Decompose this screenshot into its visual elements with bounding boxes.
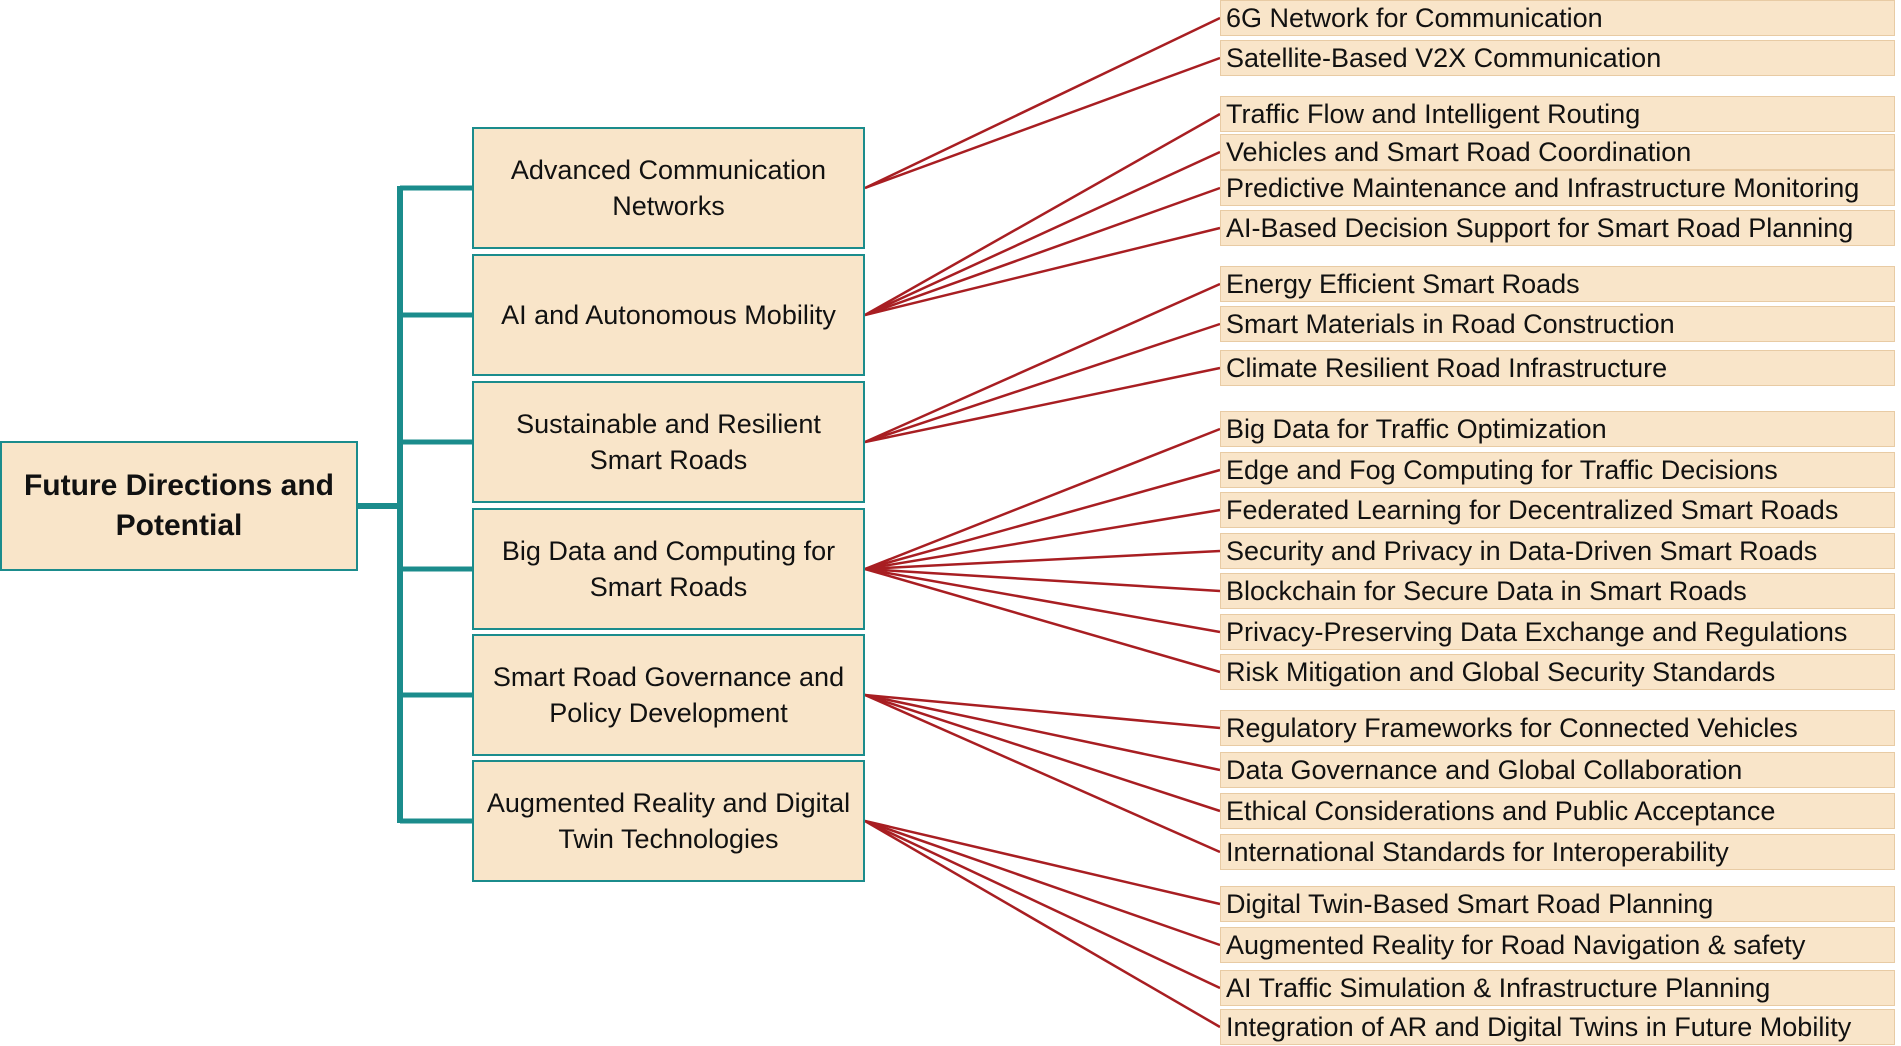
category-node: Advanced Communication Networks (472, 127, 865, 249)
item-label: Data Governance and Global Collaboration (1226, 754, 1743, 785)
item-label: AI-Based Decision Support for Smart Road… (1226, 212, 1854, 243)
item-node: Smart Materials in Road Construction (1220, 306, 1895, 342)
item-connector (864, 56, 1221, 190)
item-label: Traffic Flow and Intelligent Routing (1226, 98, 1641, 129)
item-connector (864, 819, 1221, 1029)
item-connector (864, 567, 1221, 634)
item-connector (864, 427, 1221, 571)
item-connector (864, 226, 1221, 317)
item-label: Energy Efficient Smart Roads (1226, 268, 1580, 299)
item-connector (864, 819, 1221, 990)
item-connector (864, 150, 1221, 317)
item-label: Blockchain for Secure Data in Smart Road… (1226, 575, 1747, 606)
item-connector (864, 693, 1221, 730)
category-label: Big Data and Computing for Smart Roads (501, 535, 836, 602)
item-label: Satellite-Based V2X Communication (1226, 42, 1662, 73)
item-connector (864, 322, 1221, 444)
item-node: 6G Network for Communication (1220, 0, 1895, 36)
category-node: AI and Autonomous Mobility (472, 254, 865, 376)
item-node: Integration of AR and Digital Twins in F… (1220, 1009, 1895, 1045)
item-node: AI-Based Decision Support for Smart Road… (1220, 210, 1895, 246)
category-label: Advanced Communication Networks (510, 154, 827, 221)
item-node: Risk Mitigation and Global Security Stan… (1220, 654, 1895, 690)
item-node: Blockchain for Secure Data in Smart Road… (1220, 573, 1895, 609)
item-label: AI Traffic Simulation & Infrastructure P… (1226, 972, 1771, 1003)
item-node: Traffic Flow and Intelligent Routing (1220, 96, 1895, 132)
category-node: Big Data and Computing for Smart Roads (472, 508, 865, 630)
item-label: Big Data for Traffic Optimization (1226, 413, 1607, 444)
item-connector (864, 508, 1221, 571)
item-label: Smart Materials in Road Construction (1226, 308, 1675, 339)
item-label: Regulatory Frameworks for Connected Vehi… (1226, 712, 1798, 743)
item-connector (864, 112, 1221, 317)
item-node: Federated Learning for Decentralized Sma… (1220, 492, 1895, 528)
item-label: Vehicles and Smart Road Coordination (1226, 136, 1692, 167)
item-label: Augmented Reality for Road Navigation & … (1226, 929, 1806, 960)
item-label: Edge and Fog Computing for Traffic Decis… (1226, 454, 1778, 485)
item-label: Integration of AR and Digital Twins in F… (1226, 1011, 1852, 1042)
category-label: Augmented Reality and Digital Twin Techn… (486, 787, 851, 854)
item-label: Risk Mitigation and Global Security Stan… (1226, 656, 1776, 687)
category-node: Sustainable and Resilient Smart Roads (472, 381, 865, 503)
item-node: Privacy-Preserving Data Exchange and Reg… (1220, 614, 1895, 650)
item-label: Privacy-Preserving Data Exchange and Reg… (1226, 616, 1848, 647)
item-node: Satellite-Based V2X Communication (1220, 40, 1895, 76)
item-connector (864, 693, 1221, 854)
item-connector (864, 549, 1221, 571)
item-connector (864, 468, 1221, 571)
item-node: Energy Efficient Smart Roads (1220, 266, 1895, 302)
item-node: International Standards for Interoperabi… (1220, 834, 1895, 870)
item-connector (864, 567, 1221, 593)
item-label: Predictive Maintenance and Infrastructur… (1226, 172, 1860, 203)
item-node: Digital Twin-Based Smart Road Planning (1220, 886, 1895, 922)
category-node: Augmented Reality and Digital Twin Techn… (472, 760, 865, 882)
category-label: Sustainable and Resilient Smart Roads (516, 408, 821, 475)
item-node: Ethical Considerations and Public Accept… (1220, 793, 1895, 829)
item-connector (864, 819, 1221, 947)
item-node: Data Governance and Global Collaboration (1220, 752, 1895, 788)
category-label: Smart Road Governance and Policy Develop… (492, 661, 845, 728)
item-label: Security and Privacy in Data-Driven Smar… (1226, 535, 1818, 566)
item-label: Climate Resilient Road Infrastructure (1226, 352, 1668, 383)
item-connector (864, 567, 1221, 674)
root-node: Future Directions and Potential (0, 441, 358, 571)
item-node: Security and Privacy in Data-Driven Smar… (1220, 533, 1895, 569)
item-connector (864, 693, 1221, 813)
item-connector (864, 693, 1221, 772)
root-label: Future Directions and Potential (23, 468, 335, 543)
item-connector (864, 819, 1221, 906)
category-node: Smart Road Governance and Policy Develop… (472, 634, 865, 756)
category-label: AI and Autonomous Mobility (501, 299, 836, 330)
item-node: Predictive Maintenance and Infrastructur… (1220, 170, 1895, 206)
item-label: Federated Learning for Decentralized Sma… (1226, 494, 1839, 525)
item-node: Regulatory Frameworks for Connected Vehi… (1220, 710, 1895, 746)
item-connector (864, 16, 1221, 190)
item-label: International Standards for Interoperabi… (1226, 836, 1729, 867)
item-node: Climate Resilient Road Infrastructure (1220, 350, 1895, 386)
item-label: 6G Network for Communication (1226, 2, 1603, 33)
item-label: Digital Twin-Based Smart Road Planning (1226, 888, 1714, 919)
item-connector (864, 366, 1221, 444)
item-connector (864, 186, 1221, 317)
item-connector (864, 282, 1221, 444)
item-node: Big Data for Traffic Optimization (1220, 411, 1895, 447)
item-label: Ethical Considerations and Public Accept… (1226, 795, 1776, 826)
item-node: Augmented Reality for Road Navigation & … (1220, 927, 1895, 963)
item-node: AI Traffic Simulation & Infrastructure P… (1220, 970, 1895, 1006)
item-node: Edge and Fog Computing for Traffic Decis… (1220, 452, 1895, 488)
item-node: Vehicles and Smart Road Coordination (1220, 134, 1895, 170)
